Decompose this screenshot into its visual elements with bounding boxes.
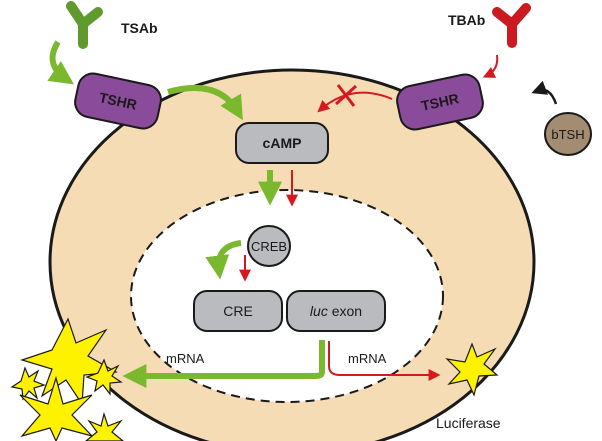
- camp-label: cAMP: [263, 135, 302, 151]
- star-icon: [445, 342, 499, 397]
- tshr-to-camp-arrow: [167, 84, 243, 121]
- tshr-left-label: TSHR: [98, 89, 139, 113]
- creb-label: CREB: [251, 239, 287, 254]
- tshr-left-receptor: TSHR: [74, 72, 162, 130]
- creb-box: CREB: [247, 225, 291, 267]
- tsab-binding-arrow: [47, 40, 74, 85]
- creb-to-cre-green-arrow: [205, 240, 242, 280]
- tshr-to-camp-blocked-arrow: [317, 91, 393, 113]
- camp-box: cAMP: [235, 122, 329, 164]
- tbab-binding-arrow: [482, 54, 499, 78]
- luc-gene-name: luc: [310, 303, 328, 319]
- cre-label: CRE: [223, 303, 253, 319]
- luciferase-label: Luciferase: [436, 415, 501, 431]
- block-x-icon: [334, 84, 358, 107]
- tshr-right-label: TSHR: [420, 90, 461, 114]
- tsab-label: TSAb: [121, 20, 158, 36]
- btsh-label: bTSH: [551, 127, 584, 142]
- mrna-right-label: mRNA: [348, 351, 387, 366]
- cre-box: CRE: [193, 290, 283, 332]
- mrna-left-label: mRNA: [166, 351, 205, 366]
- star-icon: [85, 411, 124, 441]
- tbab-antibody-icon: [492, 3, 531, 48]
- mrna-green-arrow: [122, 340, 325, 388]
- nucleus: [130, 189, 444, 403]
- btsh-arrow: [531, 80, 558, 105]
- star-icon: [85, 358, 123, 396]
- light-star-icons: [10, 317, 499, 441]
- luc-exon-label: luc exon: [310, 303, 362, 319]
- star-icon: [10, 366, 46, 401]
- star-icon: [19, 375, 94, 441]
- tsab-antibody-icon: [66, 1, 103, 49]
- btsh-molecule: bTSH: [544, 112, 592, 156]
- tbab-label: TBAb: [448, 12, 485, 28]
- tshr-right-receptor: TSHR: [396, 73, 484, 131]
- exon-word: exon: [328, 303, 362, 319]
- mrna-red-arrow: [328, 341, 441, 381]
- luc-exon-box: luc exon: [286, 290, 386, 332]
